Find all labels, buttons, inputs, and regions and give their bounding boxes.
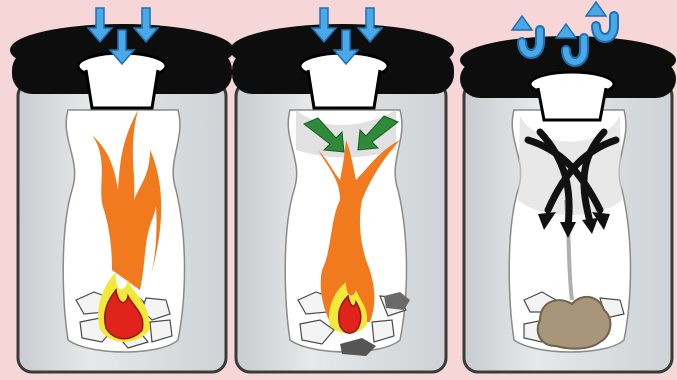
air-out-arrowheads: [512, 2, 606, 38]
opening-neck: [538, 88, 606, 120]
jar-panel-1: [10, 8, 234, 372]
opening-neck: [308, 70, 380, 108]
jar-panel-3: [460, 2, 676, 372]
jar-panel-2: [230, 8, 454, 372]
opening-neck: [86, 70, 158, 108]
ash-pile: [538, 297, 611, 349]
